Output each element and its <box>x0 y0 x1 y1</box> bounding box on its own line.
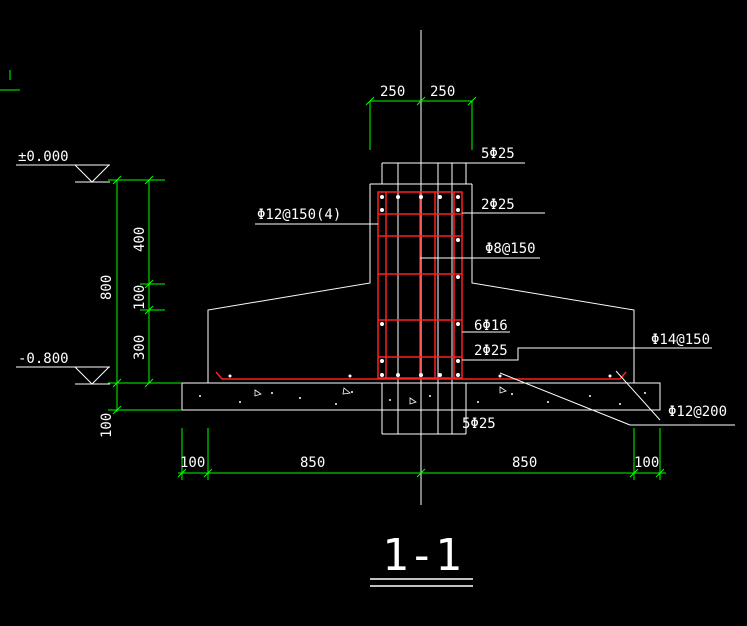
level-bottom-label: -0.800 <box>18 351 69 367</box>
leader-lines <box>255 162 735 426</box>
rebar-slab-12: Φ12@200 <box>668 404 727 420</box>
dim-100-bottom: 100 <box>99 413 115 438</box>
dim-300: 300 <box>132 335 148 360</box>
dim-100-mid: 100 <box>132 285 148 310</box>
dim-400: 400 <box>132 227 148 252</box>
level-top-label: ±0.000 <box>18 149 69 165</box>
rebar-side-6: 6Φ16 <box>474 318 508 334</box>
rebar-cage <box>215 191 627 380</box>
dim-100-left: 100 <box>180 455 205 471</box>
footing-outline <box>181 162 661 435</box>
dim-100-right: 100 <box>634 455 659 471</box>
level-marker-bottom <box>16 366 110 385</box>
dim-850-right: 850 <box>512 455 537 471</box>
rebar-top-2: 2Φ25 <box>481 197 515 213</box>
dim-800: 800 <box>99 275 115 300</box>
rebar-dots <box>228 195 612 378</box>
rebar-top-5: 5Φ25 <box>481 146 515 162</box>
rebar-stirrup-col: Φ12@150(4) <box>257 207 341 223</box>
level-marker-top <box>16 164 110 183</box>
dim-850-left: 850 <box>300 455 325 471</box>
edge-ticks <box>0 70 20 91</box>
dim-col-right: 250 <box>430 84 455 100</box>
section-title: 1-1 <box>382 530 461 581</box>
blinding-hatch <box>199 386 646 405</box>
dim-col-left: 250 <box>380 84 405 100</box>
rebar-mid-2: 2Φ25 <box>474 343 508 359</box>
rebar-bottom-5: 5Φ25 <box>462 416 496 432</box>
rebar-stirrup-8: Φ8@150 <box>485 241 536 257</box>
title-underline <box>370 578 473 587</box>
dimension-lines <box>108 96 666 480</box>
rebar-slab-14: Φ14@150 <box>651 332 710 348</box>
